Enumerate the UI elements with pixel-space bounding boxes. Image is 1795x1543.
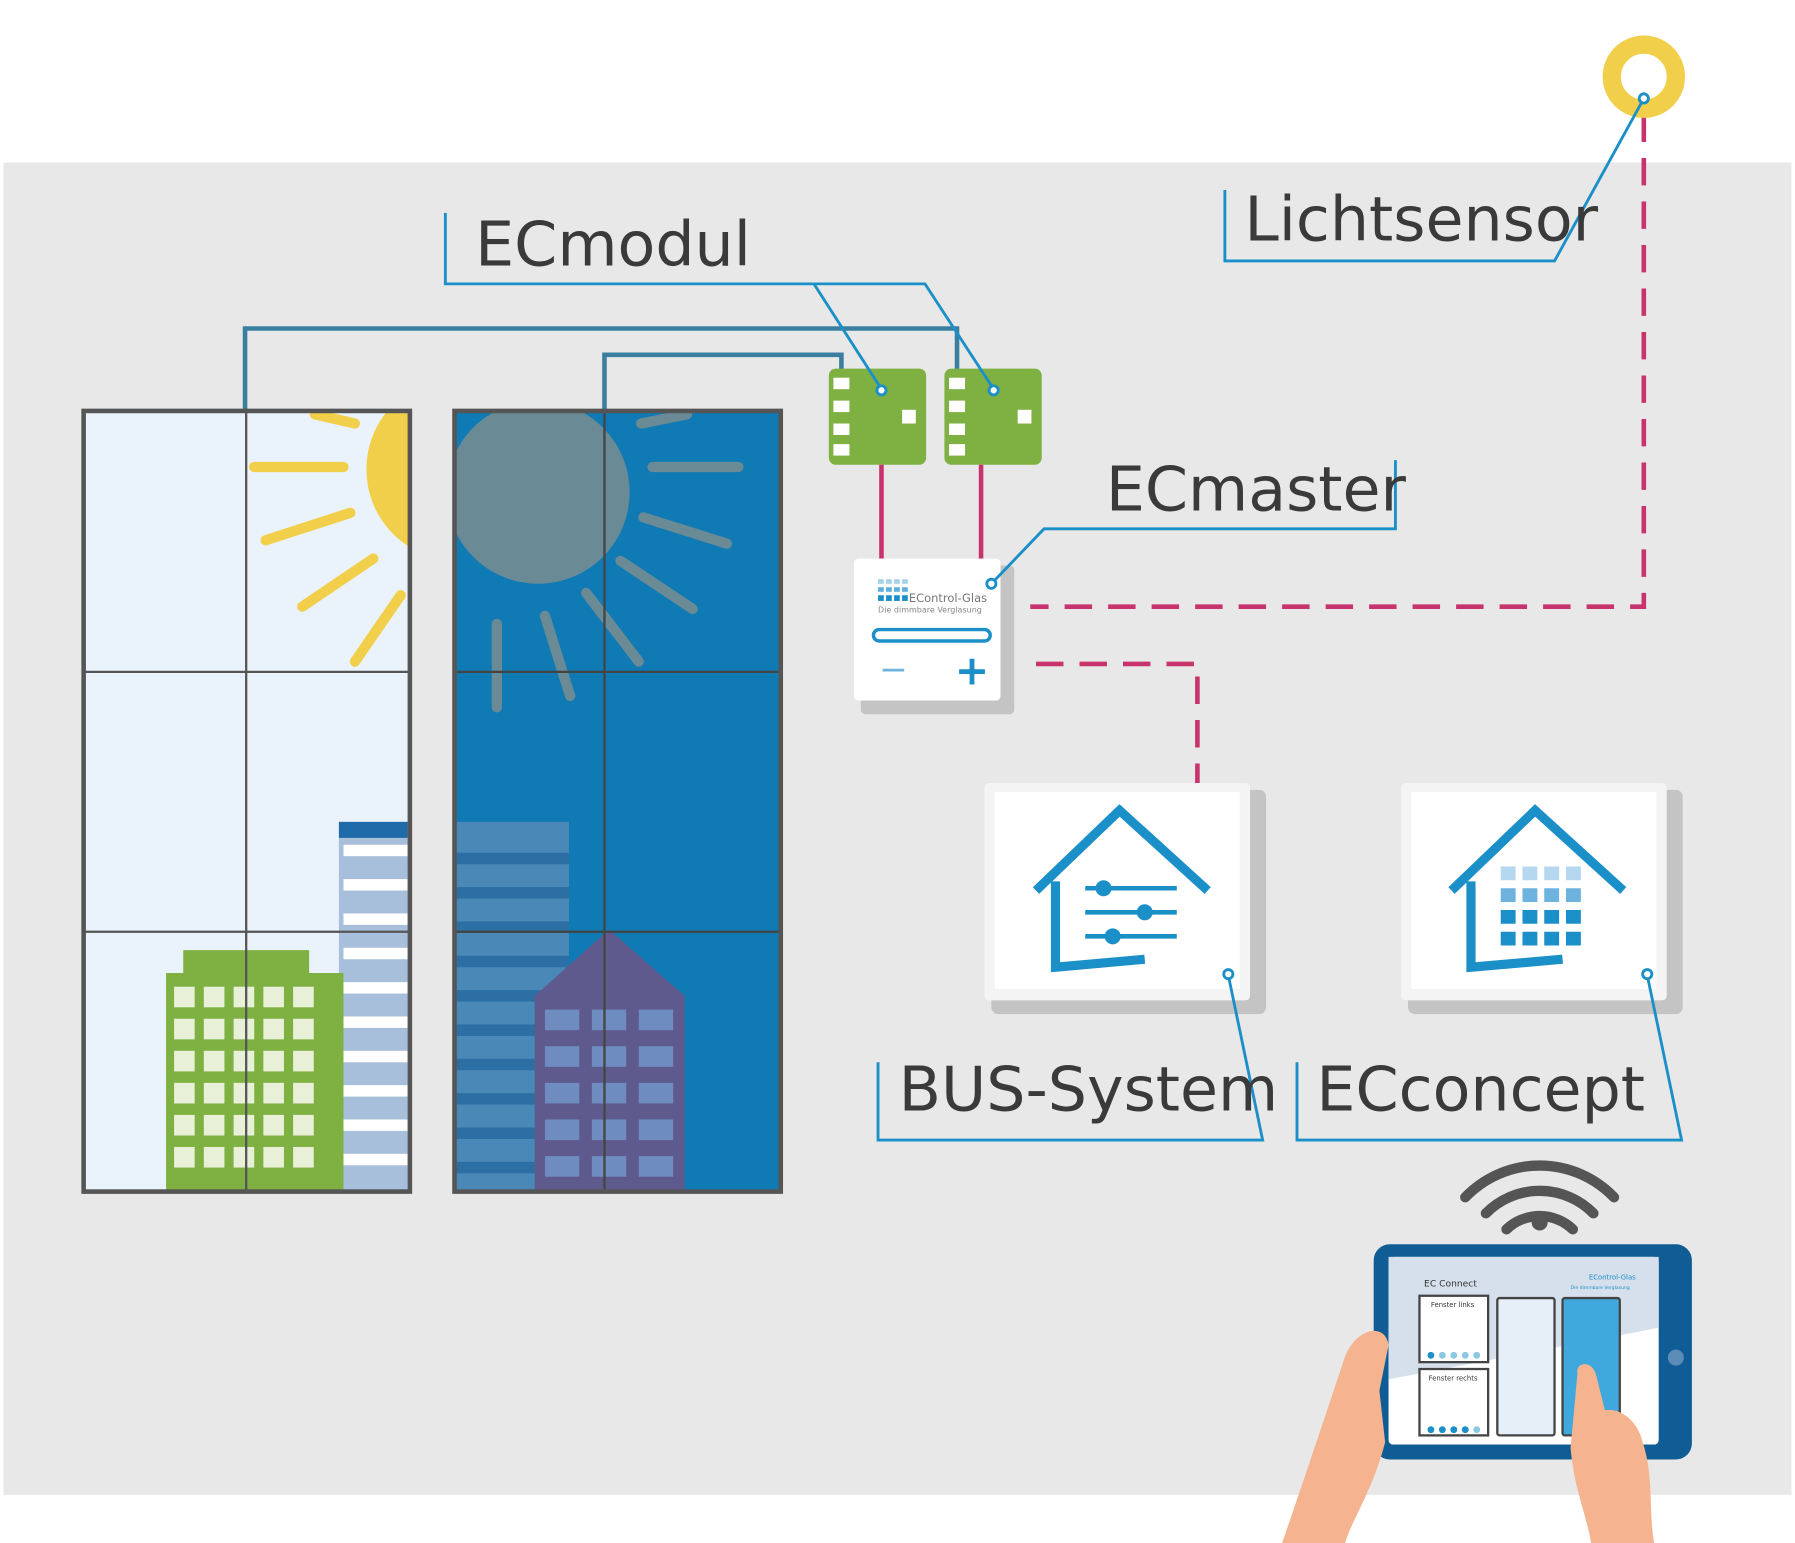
dim-up-button[interactable]: + — [955, 647, 990, 695]
striped-building — [338, 821, 408, 1191]
bus-signal-line — [1036, 661, 1200, 783]
tablet-brand: EControl-Glas — [1589, 1274, 1636, 1282]
tablet: EC Connect EControl-Glas Die dimmbare Ve… — [1373, 1244, 1692, 1460]
dim-level-bar[interactable] — [871, 627, 992, 643]
sun-icon — [249, 410, 410, 667]
panel-right-window[interactable]: Fenster rechts — [1418, 1367, 1490, 1437]
window-preview-clear[interactable] — [1496, 1296, 1556, 1437]
device-brand: EControl-Glas — [909, 591, 987, 605]
hands-icon — [1282, 1330, 1655, 1543]
panel-right-label: Fenster rechts — [1429, 1374, 1478, 1382]
home-button[interactable] — [1667, 1349, 1684, 1366]
label-ecmodul: ECmodul — [475, 209, 751, 281]
light-sensor-icon — [1602, 35, 1686, 118]
dimmed-sun-icon — [454, 410, 630, 584]
tablet-tagline: Die dimmbare Verglasung — [1571, 1285, 1630, 1291]
wire-right-window — [602, 352, 844, 410]
label-lichtsensor: Lichtsensor — [1244, 183, 1598, 255]
home-windows-icon — [1448, 804, 1627, 973]
home-controls-icon — [1032, 804, 1211, 973]
wifi-icon — [1460, 1160, 1620, 1235]
tinted-window — [452, 408, 784, 1194]
wire-left-window — [242, 326, 960, 410]
label-bus-system: BUS-System — [899, 1053, 1279, 1125]
ecmaster-device: EControl-Glas Die dimmbare Verglasung − … — [854, 558, 1015, 715]
green-building — [166, 950, 344, 1191]
panel-left-window[interactable]: Fenster links — [1418, 1294, 1490, 1364]
label-ecconcept: ECconcept — [1316, 1053, 1645, 1125]
device-tagline: Die dimmbare Verglasung — [878, 605, 982, 614]
label-ecmaster: ECmaster — [1106, 454, 1407, 526]
econtrol-logo-icon — [878, 579, 908, 601]
sensor-signal-line — [1030, 114, 1647, 609]
panel-left-label: Fenster links — [1431, 1301, 1475, 1309]
clear-window — [81, 408, 413, 1194]
bus-system-panel — [984, 782, 1267, 1015]
dim-down-button[interactable]: − — [879, 650, 908, 690]
ec-module-1 — [828, 368, 927, 465]
ecconcept-panel — [1401, 782, 1683, 1015]
ec-module-2 — [944, 368, 1042, 465]
app-title: EC Connect — [1424, 1280, 1477, 1290]
